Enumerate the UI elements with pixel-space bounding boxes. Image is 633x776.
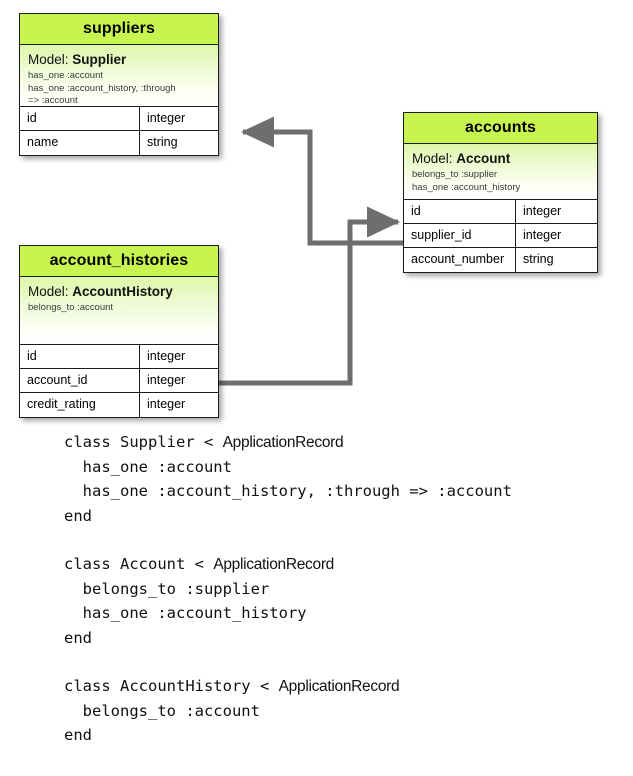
relation-account-histories-to-accounts: [219, 206, 401, 386]
code-line: has_one :account: [64, 455, 624, 479]
code-line: has_one :account_history: [64, 601, 624, 625]
code-block-accounthistory-class: class AccountHistory < ApplicationRecord…: [64, 674, 624, 748]
code-text: class AccountHistory <: [64, 677, 279, 695]
entity-title-suppliers: suppliers: [20, 14, 218, 45]
code-block-account-class: class Account < ApplicationRecord belong…: [64, 552, 624, 650]
entity-note-account-histories: Model: AccountHistory belongs_to :accoun…: [20, 277, 218, 345]
code-line: end: [64, 504, 624, 528]
field-name: name: [20, 131, 140, 155]
association-line: belongs_to :supplier: [412, 169, 498, 180]
model-line-account-histories: Model: AccountHistory: [28, 284, 210, 299]
code-text: belongs_to :supplier: [64, 580, 270, 599]
model-name: AccountHistory: [72, 284, 173, 299]
field-type: integer: [523, 228, 562, 242]
code-text: class Supplier <: [64, 433, 223, 451]
model-line-suppliers: Model: Supplier: [28, 52, 210, 67]
field-name: account_id: [20, 369, 140, 392]
code-text: belongs_to :account: [64, 702, 260, 721]
field-type: integer: [523, 204, 562, 218]
field-name: id: [404, 200, 516, 223]
association-line: has_one :account_history: [412, 181, 521, 193]
code-line: end: [64, 626, 624, 650]
field-type: string: [147, 135, 178, 149]
field-row[interactable]: credit_rating integer: [20, 393, 218, 417]
code-text: has_one :account_history: [64, 604, 307, 623]
code-superclass: ApplicationRecord: [222, 434, 344, 451]
field-row[interactable]: account_id integer: [20, 369, 218, 393]
field-row[interactable]: id integer: [20, 107, 218, 131]
code-line: belongs_to :account: [64, 699, 624, 723]
entity-accounts[interactable]: accounts Model: Account belongs_to :supp…: [403, 112, 598, 273]
entity-note-suppliers: Model: Supplier has_one :account has_one…: [20, 45, 218, 107]
code-superclass: ApplicationRecord: [278, 678, 400, 695]
entity-title-accounts: accounts: [404, 113, 597, 144]
model-name: Account: [456, 151, 511, 166]
association-line: => :account: [28, 95, 78, 106]
relation-accounts-to-suppliers: [240, 116, 403, 246]
field-name: id: [20, 107, 140, 130]
association-line: has_one :account: [28, 70, 104, 81]
field-row[interactable]: account_number string: [404, 248, 597, 272]
field-row[interactable]: id integer: [404, 200, 597, 224]
field-row[interactable]: supplier_id integer: [404, 224, 597, 248]
field-type: integer: [147, 349, 186, 363]
model-prefix: Model:: [412, 151, 457, 166]
field-type: integer: [147, 373, 186, 387]
field-type: integer: [147, 111, 186, 125]
field-name: account_number: [404, 248, 516, 272]
association-line: belongs_to :account: [28, 302, 114, 313]
code-text: end: [64, 726, 92, 745]
model-name: Supplier: [72, 52, 127, 67]
entity-note-accounts: Model: Account belongs_to :supplier has_…: [404, 144, 597, 200]
entity-account-histories[interactable]: account_histories Model: AccountHistory …: [19, 245, 219, 418]
model-line-accounts: Model: Account: [412, 151, 589, 166]
field-type: string: [523, 252, 554, 266]
entity-suppliers[interactable]: suppliers Model: Supplier has_one :accou…: [19, 13, 219, 156]
field-name: supplier_id: [404, 224, 516, 247]
field-name: credit_rating: [20, 393, 140, 417]
code-line: class Supplier < ApplicationRecord: [64, 430, 624, 455]
code-text: end: [64, 628, 92, 647]
entity-title-account-histories: account_histories: [20, 246, 218, 277]
code-line: class Account < ApplicationRecord: [64, 552, 624, 577]
field-row[interactable]: id integer: [20, 345, 218, 369]
field-type: integer: [147, 397, 186, 411]
code-line: end: [64, 723, 624, 747]
field-name: id: [20, 345, 140, 368]
relation-connectors: [219, 116, 403, 386]
code-text: class Account <: [64, 555, 214, 573]
code-text: has_one :account: [64, 458, 232, 477]
code-text: has_one :account_history, :through => :a…: [64, 482, 512, 501]
code-line: class AccountHistory < ApplicationRecord: [64, 674, 624, 699]
model-prefix: Model:: [28, 52, 73, 67]
code-superclass: ApplicationRecord: [213, 556, 335, 573]
code-line: belongs_to :supplier: [64, 577, 624, 601]
code-block-supplier-class: class Supplier < ApplicationRecord has_o…: [64, 430, 624, 528]
code-text: end: [64, 506, 92, 525]
association-line: has_one :account_history, :through: [28, 82, 176, 94]
erd-diagram: suppliers Model: Supplier has_one :accou…: [19, 13, 598, 418]
field-row[interactable]: name string: [20, 131, 218, 155]
model-prefix: Model:: [28, 284, 73, 299]
code-line: has_one :account_history, :through => :a…: [64, 479, 624, 503]
code-listing: class Supplier < ApplicationRecord has_o…: [64, 430, 624, 748]
